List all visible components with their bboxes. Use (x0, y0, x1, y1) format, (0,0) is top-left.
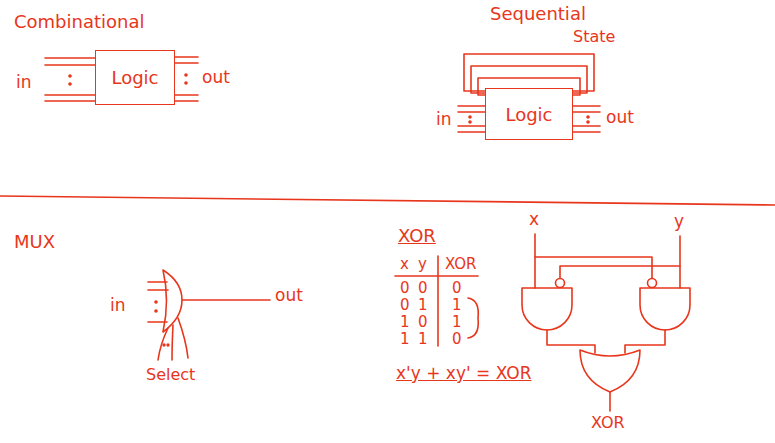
xor-circuit (522, 234, 690, 411)
state-label: State (573, 28, 615, 46)
table-cell: 0 (418, 314, 428, 331)
table-cell: 0 (400, 297, 410, 314)
port-label: in (16, 73, 32, 93)
table-cell: 0 (418, 280, 428, 297)
table-header: y (418, 256, 427, 273)
section-heading: Combinational (14, 12, 145, 33)
logic-box: Logic (95, 50, 175, 105)
table-cell: 1 (452, 314, 462, 331)
section-heading: MUX (14, 232, 55, 253)
box-text: Logic (505, 104, 552, 125)
table-cell: 0 (400, 280, 410, 297)
mux-symbol (148, 270, 270, 360)
section-heading: Sequential (490, 4, 586, 25)
select-label: Select (146, 366, 195, 384)
table-cell: 1 (400, 331, 410, 348)
table-cell: 0 (452, 280, 462, 297)
table-cell: 1 (400, 314, 410, 331)
table-header: XOR (445, 256, 477, 273)
input-label: x (529, 210, 539, 230)
port-label: in (436, 110, 452, 130)
table-cell: 1 (418, 331, 428, 348)
port-label: out (606, 108, 634, 128)
boolean-expression: x'y + xy' = XOR (396, 364, 531, 384)
port-label: in (110, 296, 126, 316)
table-cell: 1 (418, 297, 428, 314)
port-label: out (275, 286, 303, 306)
table-cell: 0 (452, 331, 462, 348)
table-header: x (400, 256, 409, 273)
logic-box: Logic (485, 88, 573, 140)
table-cell: 1 (452, 297, 462, 314)
output-label: XOR (591, 414, 625, 432)
input-label: y (674, 212, 684, 232)
section-heading: XOR (398, 226, 436, 247)
box-text: Logic (111, 67, 158, 88)
divider-line (0, 196, 775, 205)
port-label: out (202, 68, 230, 88)
